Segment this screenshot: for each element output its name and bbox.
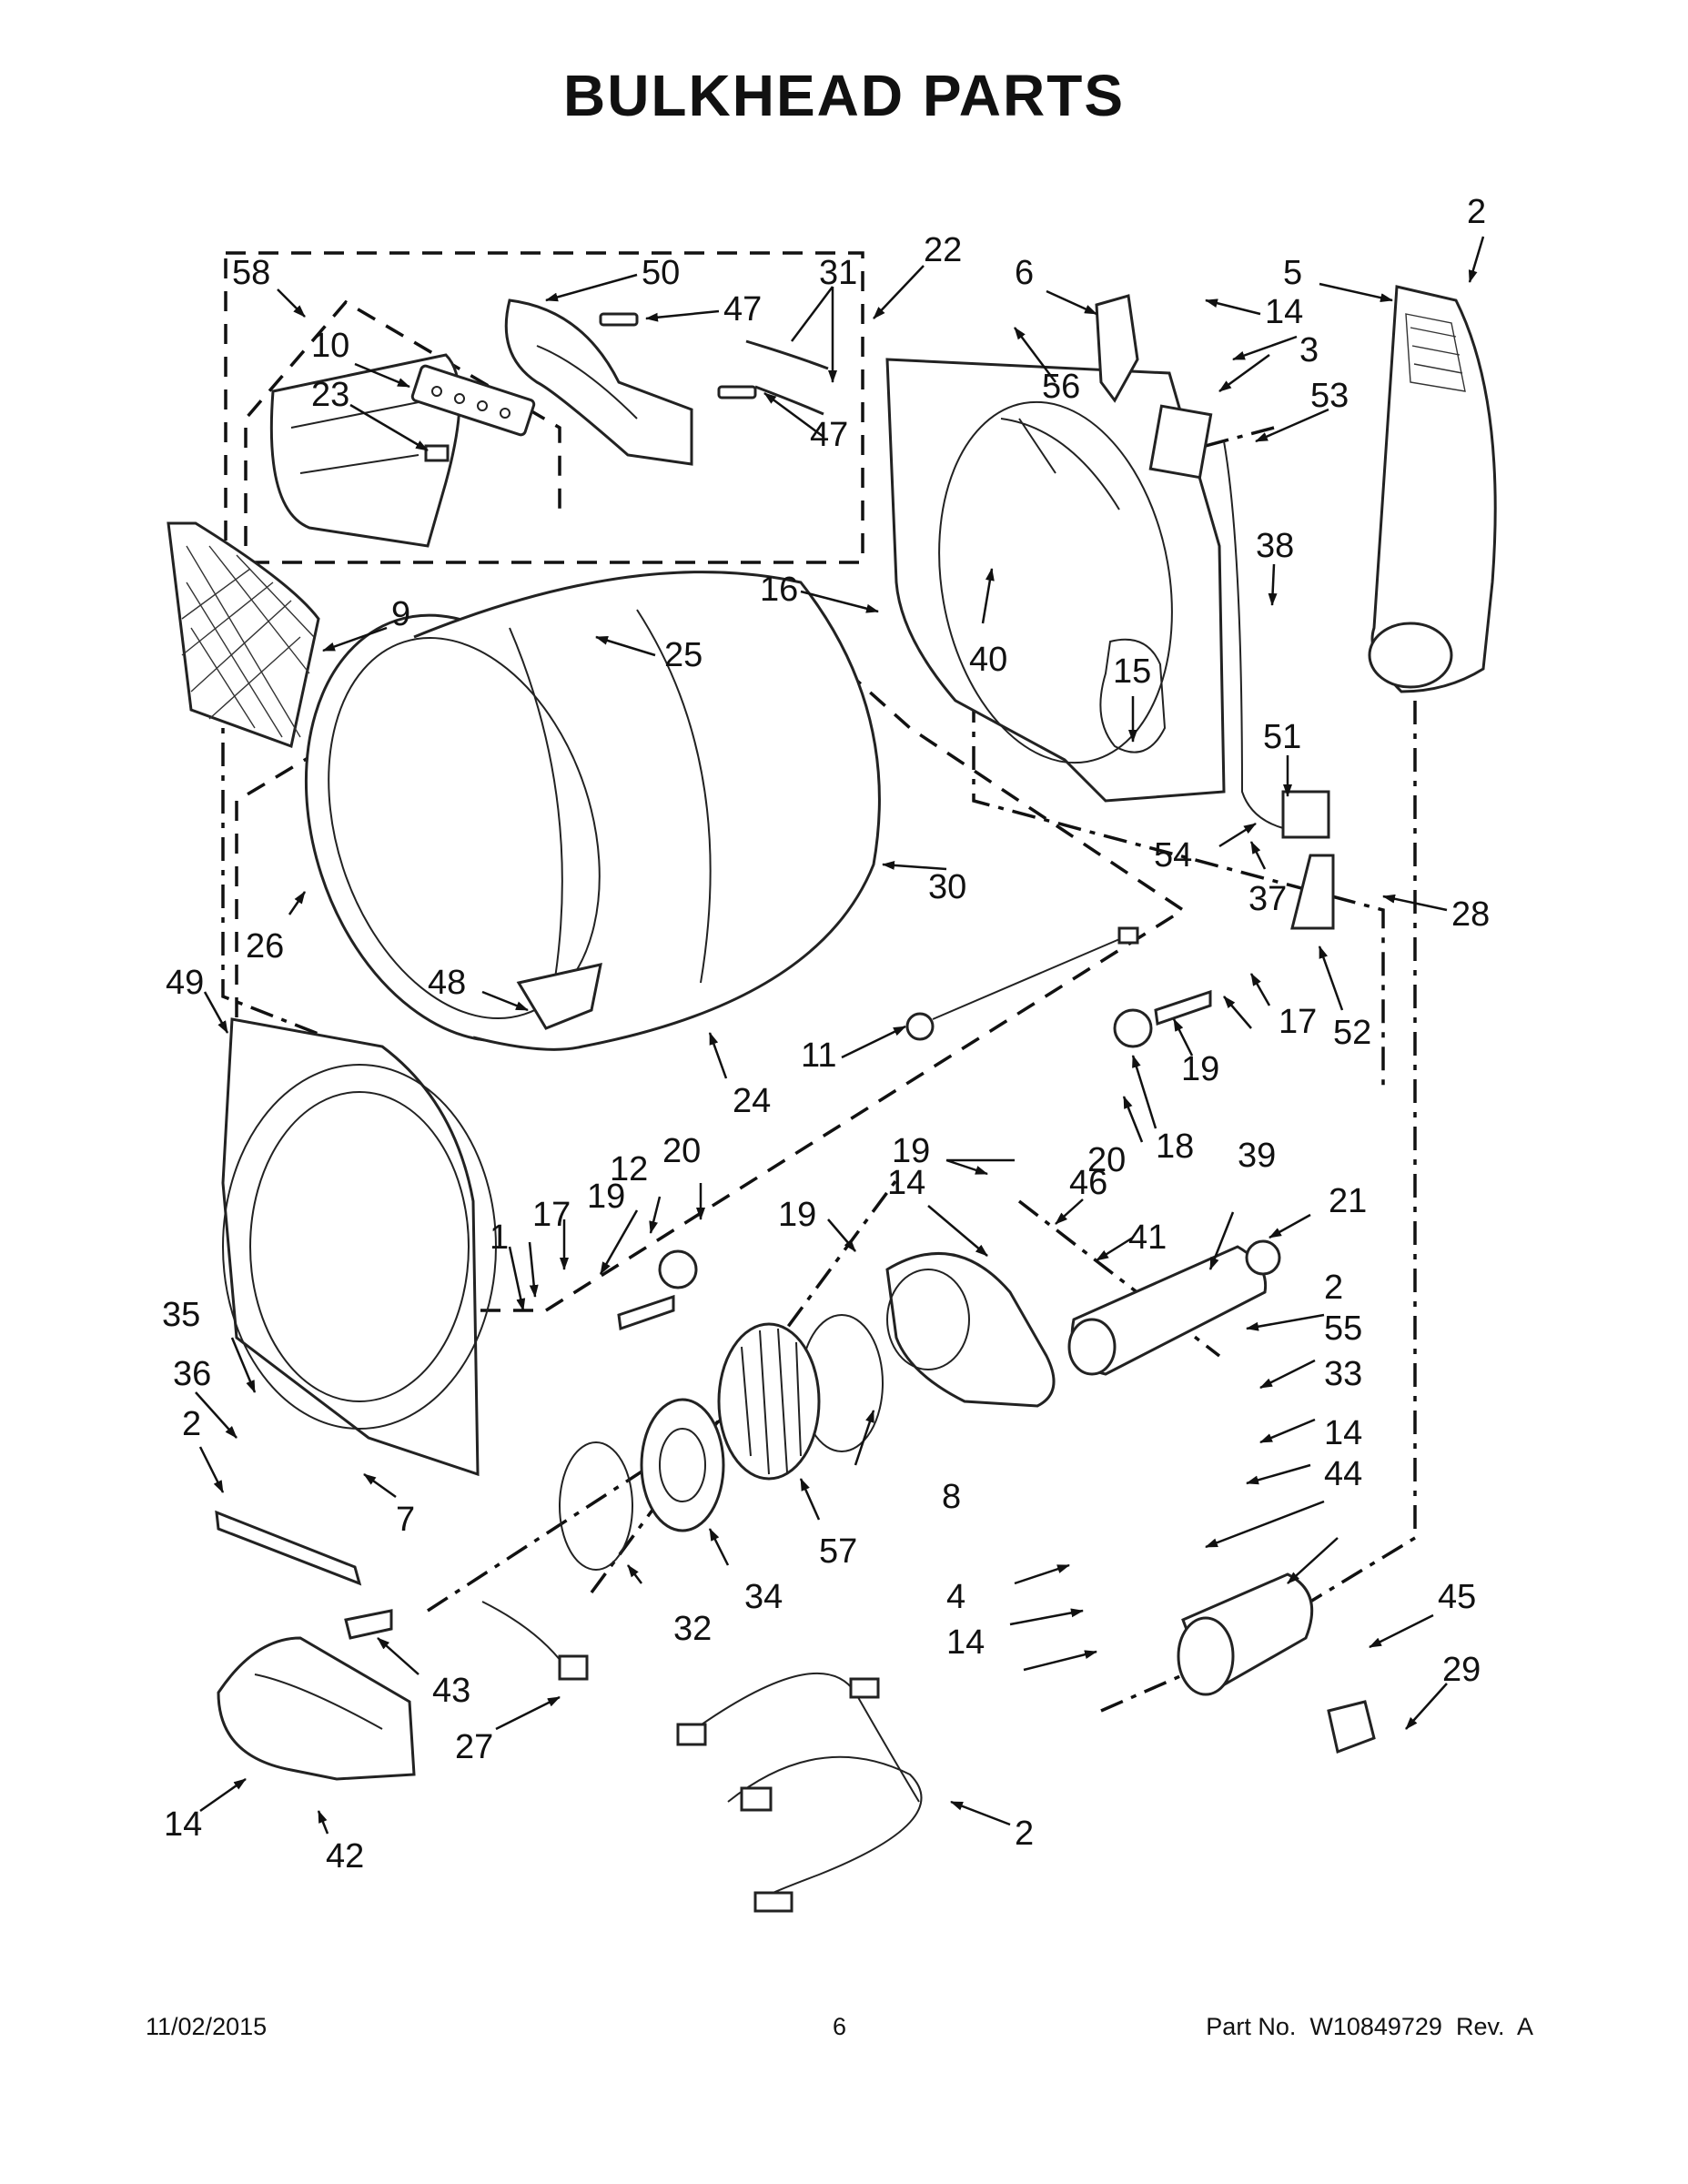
callout-12: 21 [1329, 1182, 1367, 1220]
callout-38: 38 [1256, 527, 1294, 565]
callout-6: 6 [1015, 254, 1034, 292]
callout-2b: 41 [1128, 1218, 1167, 1257]
callout-37: 37 [1248, 880, 1287, 918]
footer-page-number: 6 [833, 2013, 847, 2040]
callout-39: 46 [1069, 1164, 1107, 1202]
callout-14b: 19 [892, 1132, 930, 1170]
callout-4: 27 [455, 1728, 493, 1766]
callout-8: 7 [396, 1501, 415, 1539]
callout-48: 48 [428, 964, 466, 1002]
callout-1: 19 [587, 1178, 625, 1216]
callout-47b: 47 [810, 416, 848, 454]
callout-17a: 17 [1279, 1003, 1317, 1041]
callout-42: 14 [164, 1805, 202, 1844]
callout-10: 10 [311, 327, 349, 365]
callout-57: 8 [942, 1478, 961, 1516]
callout-44: 14 [1324, 1414, 1362, 1452]
callout-19c: 17 [532, 1196, 571, 1234]
callout-33: 32 [673, 1610, 712, 1648]
part-art [167, 285, 1497, 1913]
callout-49: 49 [166, 964, 204, 1002]
callout-24: 24 [733, 1082, 771, 1120]
callout-36: 35 [162, 1296, 200, 1334]
callout-14c: 33 [1324, 1355, 1362, 1393]
callout-2c: 36 [173, 1355, 211, 1393]
callout-15: 15 [1113, 652, 1151, 691]
callout-20b: 12 [610, 1150, 648, 1188]
callout-2d: 42 [326, 1837, 364, 1876]
callout-29: 45 [1438, 1578, 1476, 1616]
callout-58: 58 [232, 254, 270, 292]
callout-3: 3 [1299, 331, 1319, 369]
callout-14e: 29 [1442, 1651, 1481, 1689]
footer-part-number: Part No. W10849729 Rev. A [1206, 2013, 1533, 2040]
callout-25: 25 [664, 636, 702, 674]
callout-5: 5 [1283, 254, 1302, 292]
callout-55: 2 [1324, 1269, 1343, 1307]
footer-date: 11/02/2015 [146, 2013, 268, 2040]
callout-labels: 58 10 23 50 47 31 47 22 6 56 14 3 53 5 2… [162, 193, 1490, 1876]
callout-56: 56 [1042, 368, 1080, 406]
callout-52: 52 [1333, 1014, 1371, 1052]
callout-54: 54 [1154, 836, 1192, 875]
callout-27: 43 [432, 1672, 470, 1710]
callout-34: 57 [819, 1532, 857, 1571]
callout-19b: 20 [662, 1132, 701, 1170]
callout-19a: 20 [1087, 1141, 1126, 1179]
callout-14a: 14 [1265, 293, 1303, 331]
callout-23: 23 [311, 376, 349, 414]
callout-51: 51 [1263, 718, 1301, 756]
page-title: BULKHEAD PARTS [562, 63, 1126, 128]
callout-32: 34 [744, 1578, 783, 1616]
callout-11: 11 [801, 1036, 836, 1075]
callout-50: 50 [642, 254, 680, 292]
callout-40: 40 [969, 641, 1007, 679]
callout-46: 14 [887, 1164, 925, 1202]
callout-53: 53 [1310, 377, 1349, 415]
callout-31: 31 [819, 254, 857, 292]
callout-20a: 18 [1156, 1127, 1194, 1166]
callout-13: 2 [1015, 1815, 1034, 1853]
callout-14d: 4 [946, 1578, 965, 1616]
callout-26: 26 [246, 927, 284, 966]
callout-9: 9 [391, 595, 410, 633]
callout-16: 16 [760, 571, 798, 609]
callout-2a: 2 [1467, 193, 1486, 231]
callout-35: 55 [1324, 1309, 1362, 1348]
callout-22: 22 [924, 231, 962, 269]
callout-17b: 1 [490, 1218, 509, 1257]
callout-45: 14 [946, 1623, 985, 1662]
callout-18: 19 [1181, 1050, 1219, 1088]
callout-43: 44 [1324, 1455, 1362, 1493]
callout-28: 28 [1451, 895, 1490, 934]
callout-7: 2 [182, 1405, 201, 1443]
callout-41: 19 [778, 1196, 816, 1234]
leader-lines [195, 236, 1485, 1835]
callout-21: 39 [1238, 1137, 1276, 1175]
callout-30: 30 [928, 868, 966, 906]
callout-47a: 47 [723, 290, 762, 329]
